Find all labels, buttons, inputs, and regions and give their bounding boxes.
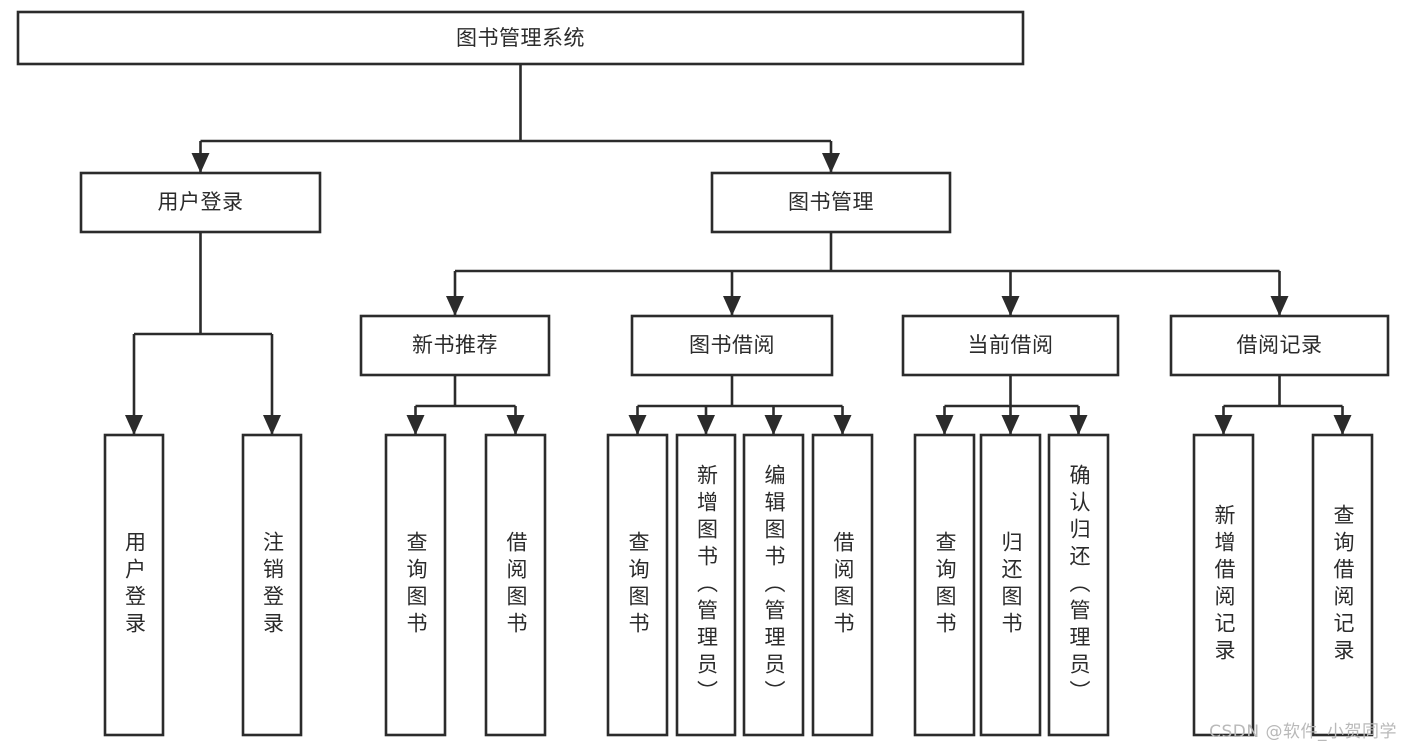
arrowhead-leaf_user_login	[125, 415, 143, 435]
node-box-book_borrow[interactable]	[630, 314, 834, 377]
arrowhead-leaf_logout	[263, 415, 281, 435]
arrowhead-leaf_confirm_return	[1069, 415, 1088, 435]
node-box-leaf_borrow_book_1[interactable]	[484, 433, 547, 737]
node-box-leaf_user_login[interactable]	[103, 433, 165, 737]
arrowhead-leaf_borrow_book_1	[506, 415, 525, 435]
node-box-leaf_borrow_book_2[interactable]	[811, 433, 874, 737]
arrowhead-leaf_add_record	[1214, 415, 1233, 435]
node-box-root[interactable]	[16, 10, 1025, 66]
arrowhead-leaf_query_book_2	[628, 415, 647, 435]
arrowhead-leaf_query_record	[1333, 415, 1352, 435]
node-box-user_login[interactable]	[79, 171, 322, 234]
node-box-book_mgmt[interactable]	[710, 171, 952, 234]
node-box-leaf_add_record[interactable]	[1192, 433, 1255, 737]
connector-layer	[125, 64, 1352, 435]
arrowhead-current_borrow	[1001, 296, 1020, 316]
arrowhead-book_borrow	[723, 296, 741, 316]
watermark-text: CSDN @软件_小贺同学	[1209, 722, 1397, 742]
arrowhead-borrow_record	[1270, 296, 1289, 316]
arrowhead-leaf_edit_book	[764, 415, 783, 435]
arrowhead-leaf_query_book_3	[935, 415, 954, 435]
node-box-leaf_query_book_1[interactable]	[384, 433, 447, 737]
node-box-current_borrow[interactable]	[901, 314, 1120, 377]
arrowhead-user_login	[191, 153, 210, 173]
node-box-leaf_query_book_3[interactable]	[913, 433, 976, 737]
node-box-borrow_record[interactable]	[1169, 314, 1390, 377]
node-box-leaf_query_record[interactable]	[1311, 433, 1374, 737]
arrowhead-leaf_return_book	[1001, 415, 1020, 435]
node-box-leaf_edit_book[interactable]	[742, 433, 805, 737]
arrowhead-leaf_borrow_book_2	[833, 415, 852, 435]
node-box-new_book_rec[interactable]	[359, 314, 551, 377]
arrowhead-leaf_add_book	[697, 415, 715, 435]
arrowhead-leaf_query_book_1	[406, 415, 425, 435]
node-box-leaf_add_book[interactable]	[675, 433, 737, 737]
node-box-leaf_query_book_2[interactable]	[606, 433, 669, 737]
node-box-leaf_confirm_return[interactable]	[1047, 433, 1110, 737]
arrowhead-book_mgmt	[822, 153, 840, 173]
node-box-leaf_logout[interactable]	[241, 433, 303, 737]
node-box-leaf_return_book[interactable]	[979, 433, 1042, 737]
box-layer	[16, 10, 1390, 737]
arrowhead-new_book_rec	[446, 296, 464, 316]
